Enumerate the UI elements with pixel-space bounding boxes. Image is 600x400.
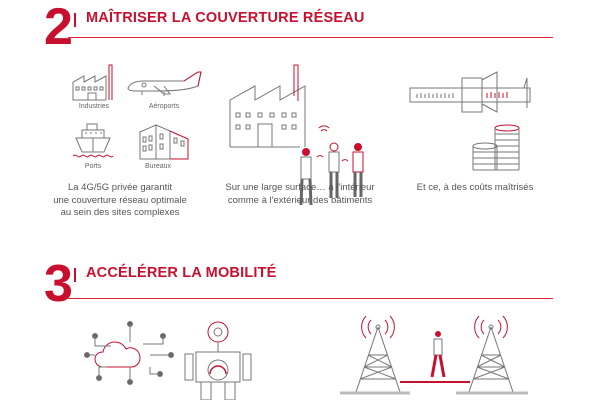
caption-private-network: La 4G/5G privée garantit une couverture … bbox=[40, 182, 200, 220]
airplane-icon bbox=[127, 71, 202, 96]
caliper-coins-illustration bbox=[409, 71, 531, 171]
factory-workers-illustration bbox=[229, 64, 364, 206]
label-airports: Aéroports bbox=[148, 103, 180, 110]
cell-towers-illustration bbox=[340, 315, 528, 395]
title-separator bbox=[74, 13, 76, 27]
walking-person-icon bbox=[430, 331, 446, 378]
caption-line: une couverture réseau optimale bbox=[53, 194, 187, 206]
section-3-title: ACCÉLÉRER LA MOBILITÉ bbox=[86, 265, 277, 281]
section-3-rule bbox=[68, 298, 553, 299]
person-icon bbox=[299, 148, 313, 206]
title-separator bbox=[74, 268, 76, 282]
robot-icon bbox=[184, 321, 252, 400]
wifi-icon bbox=[316, 125, 349, 162]
section-2-number: 2 bbox=[44, 0, 73, 56]
cell-tower-icon bbox=[456, 315, 528, 395]
person-icon bbox=[328, 142, 340, 198]
caption-coverage: Sur une large surface… à l'intérieur com… bbox=[220, 182, 380, 207]
factory-icon bbox=[72, 64, 113, 101]
caption-line: comme à l'extérieur des bâtiments bbox=[227, 194, 373, 206]
section-2-rule bbox=[68, 37, 553, 38]
section-3-number: 3 bbox=[44, 255, 73, 313]
section-2-title: MAÎTRISER LA COUVERTURE RÉSEAU bbox=[86, 10, 365, 26]
caption-line: Sur une large surface… à l'intérieur bbox=[225, 182, 375, 193]
caption-costs: Et ce, à des coûts maîtrisés bbox=[416, 182, 534, 193]
caption-line: La 4G/5G privée garantit bbox=[67, 182, 173, 193]
cloud-network-icon bbox=[84, 321, 174, 385]
cell-tower-icon bbox=[340, 315, 410, 395]
label-offices: Bureaux bbox=[144, 163, 172, 170]
office-building-icon bbox=[139, 124, 189, 160]
label-ports: Ports bbox=[84, 163, 102, 170]
caption-line: au sein des sites complexes bbox=[60, 207, 180, 218]
label-industries: Industries bbox=[78, 103, 110, 110]
ship-icon bbox=[72, 123, 114, 158]
person-icon bbox=[352, 143, 364, 197]
